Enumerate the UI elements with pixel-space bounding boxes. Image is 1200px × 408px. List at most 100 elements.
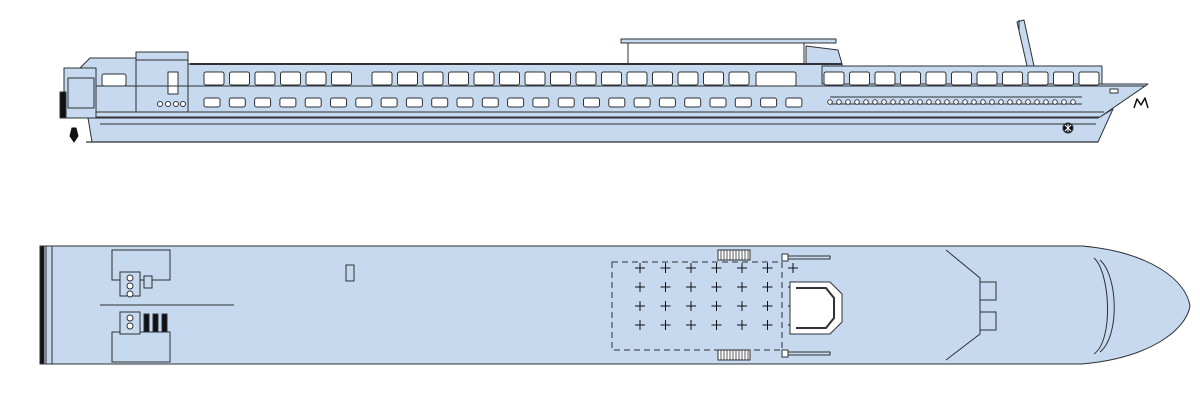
lower-cabin-window xyxy=(355,97,373,108)
porthole xyxy=(1070,99,1076,105)
lower-cabin-window xyxy=(380,97,398,108)
cabin-window xyxy=(652,71,673,86)
cabin-window xyxy=(849,71,870,86)
cabin-window xyxy=(728,71,750,86)
sun-lounger xyxy=(762,301,773,311)
porthole xyxy=(980,99,986,105)
porthole xyxy=(881,99,887,105)
lower-cabin-window xyxy=(709,97,727,108)
mast xyxy=(1016,19,1035,67)
stern-fender xyxy=(59,91,67,119)
windbreak xyxy=(945,249,981,361)
sun-lounger xyxy=(635,320,645,330)
lower-cabin-window xyxy=(557,97,575,108)
lounger-area xyxy=(611,261,783,351)
cabin-window xyxy=(575,71,597,86)
sun-lounger xyxy=(686,263,696,273)
lower-cabin-window xyxy=(330,97,347,108)
lower-cabin-window xyxy=(228,97,246,108)
sun-lounger xyxy=(635,263,645,273)
porthole xyxy=(827,99,833,105)
forward-locker xyxy=(979,281,997,301)
aft-hatch xyxy=(161,313,168,333)
porthole xyxy=(1034,99,1040,105)
sun-lounger xyxy=(660,301,671,311)
bow-nameplate xyxy=(1109,88,1119,94)
stern-window xyxy=(101,73,127,87)
cabin-window xyxy=(951,71,972,86)
aft-fixture xyxy=(126,282,134,290)
aft-tower-door xyxy=(167,71,179,95)
cabin-window xyxy=(976,71,998,86)
lower-cabin-window xyxy=(405,97,423,108)
cabin-window xyxy=(473,71,495,86)
porthole xyxy=(944,99,950,105)
lower-cabin-window xyxy=(304,97,322,108)
sun-lounger xyxy=(686,320,696,330)
cabin-window xyxy=(874,71,896,86)
porthole xyxy=(926,99,932,105)
porthole xyxy=(863,99,869,105)
lower-window-row xyxy=(203,97,803,108)
stern-edge xyxy=(39,245,45,365)
porthole xyxy=(1043,99,1049,105)
antenna-post xyxy=(785,255,831,260)
sun-lounger xyxy=(737,320,747,330)
cabin-window xyxy=(305,71,327,86)
antenna-knob xyxy=(781,253,789,262)
aft-fixture xyxy=(126,322,134,330)
porthole xyxy=(1025,99,1031,105)
bow-inner-line-2 xyxy=(1099,259,1115,353)
wheelhouse xyxy=(805,45,843,65)
porthole xyxy=(872,99,878,105)
porthole xyxy=(1007,99,1013,105)
porthole xyxy=(989,99,995,105)
lower-cabin-window xyxy=(760,97,778,108)
cabin-window xyxy=(1027,71,1049,86)
deck-outline xyxy=(39,245,1191,365)
compass-star-lines xyxy=(1064,124,1072,132)
porthole xyxy=(845,99,851,105)
lower-cabin-window xyxy=(507,97,525,108)
cabin-window xyxy=(254,71,276,86)
lower-cabin-window xyxy=(532,97,550,108)
porthole xyxy=(971,99,977,105)
aft-hatch xyxy=(143,313,150,333)
cabin-window xyxy=(900,71,921,86)
cabin-window xyxy=(397,71,418,86)
cabin-window xyxy=(1053,71,1074,86)
sun-lounger xyxy=(737,301,747,311)
cabin-window xyxy=(203,71,225,86)
lower-cabin-window xyxy=(633,97,651,108)
porthole xyxy=(836,99,842,105)
aft-tower-cap xyxy=(135,51,189,61)
sun-lounger xyxy=(711,282,722,292)
stair-grille xyxy=(717,249,751,261)
sun-lounger xyxy=(762,320,773,330)
stern-porthole xyxy=(173,101,179,107)
cabin-window xyxy=(1078,71,1100,86)
lower-cabin-window xyxy=(279,97,297,108)
sun-lounger xyxy=(788,263,798,273)
deck-vent xyxy=(345,264,355,282)
porthole xyxy=(899,99,905,105)
lower-cabin-window xyxy=(431,97,449,108)
aft-hatch xyxy=(152,313,159,333)
porthole xyxy=(917,99,923,105)
cabin-window xyxy=(371,71,393,86)
aft-housing xyxy=(111,331,171,363)
lower-cabin-window xyxy=(684,97,702,108)
porthole xyxy=(1052,99,1058,105)
aft-fixture xyxy=(126,314,134,322)
sun-lounger xyxy=(660,282,671,292)
sun-lounger xyxy=(686,301,696,311)
sun-lounger xyxy=(711,263,722,273)
lower-cabin-window xyxy=(254,97,272,108)
cabin-window xyxy=(280,71,301,86)
lower-cabin-window xyxy=(785,97,803,108)
lower-cabin-window xyxy=(734,97,752,108)
lower-cabin-window xyxy=(608,97,626,108)
sun-lounger xyxy=(762,282,773,292)
sun-lounger xyxy=(635,301,645,311)
wheelhouse-top xyxy=(789,281,843,335)
